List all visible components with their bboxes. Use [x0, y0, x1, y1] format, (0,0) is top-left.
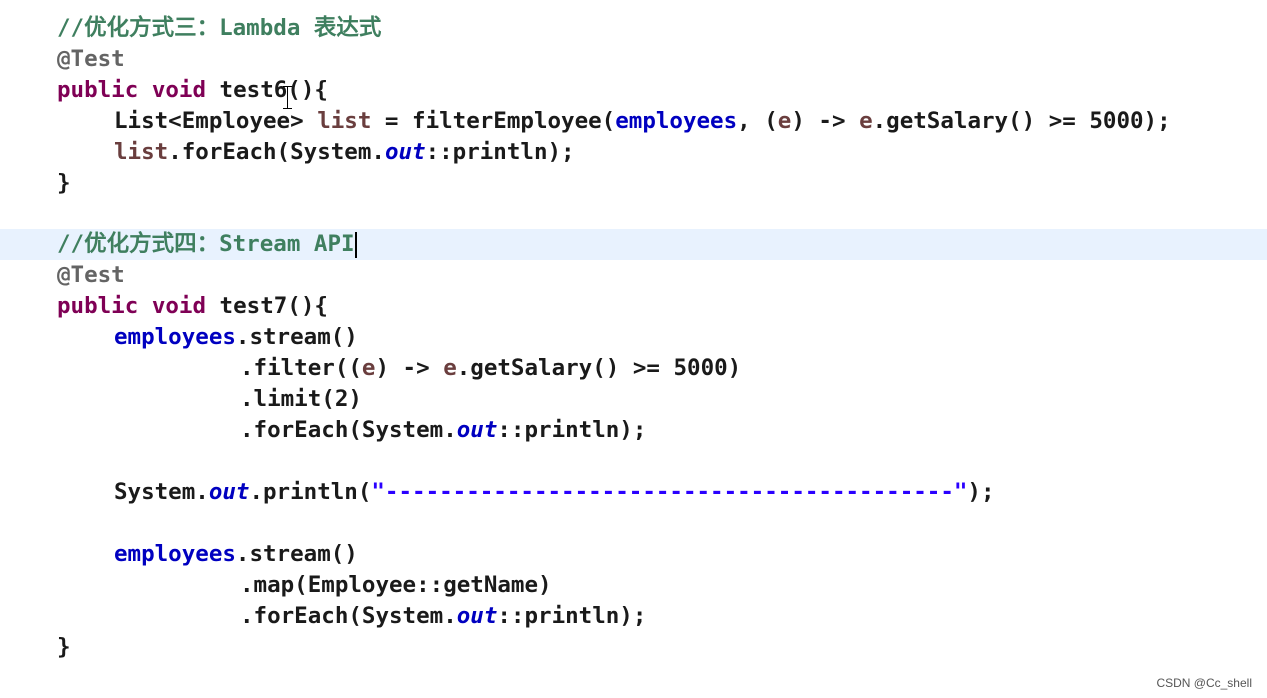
code-line-3[interactable]: public void test6(){	[0, 75, 1267, 106]
lambda-arrow: ) ->	[791, 108, 860, 134]
println-call: .println(	[249, 479, 372, 505]
map-call: .map(Employee::getName)	[240, 572, 552, 598]
lambda-param: e	[777, 108, 792, 134]
lambda-param: e	[361, 355, 376, 381]
foreach-call: .forEach(System.	[168, 139, 385, 165]
keyword-public: public	[57, 77, 139, 103]
println-reference: ::println);	[425, 139, 575, 165]
local-list: list	[317, 108, 372, 134]
limit-call: .limit(2)	[240, 386, 362, 412]
code-line-8[interactable]: @Test	[0, 260, 1267, 291]
code-line-18[interactable]: .map(Employee::getName)	[0, 570, 1267, 601]
keyword-void: void	[151, 293, 207, 319]
code-line-1[interactable]: //优化方式三：Lambda 表达式	[0, 13, 1267, 44]
local-list: list	[114, 139, 169, 165]
salary-condition: .getSalary() >= 5000);	[872, 108, 1171, 134]
closing-brace: }	[57, 170, 71, 196]
code-line-12[interactable]: .limit(2)	[0, 384, 1267, 415]
foreach-call: .forEach(System.	[240, 603, 457, 629]
code-line-7-current[interactable]: //优化方式四：Stream API	[0, 229, 1267, 260]
field-employees: employees	[114, 324, 236, 350]
static-field-out: out	[208, 479, 250, 505]
lambda-param-use: e	[859, 108, 873, 134]
code-line-20[interactable]: }	[0, 632, 1267, 663]
salary-condition: .getSalary() >= 5000)	[456, 355, 742, 381]
field-employees: employees	[615, 108, 738, 134]
code-line-15[interactable]: System.out.println("--------------------…	[0, 477, 1267, 508]
foreach-call: .forEach(System.	[240, 417, 457, 443]
closing-brace: }	[57, 634, 71, 660]
watermark: CSDN @Cc_shell	[1156, 676, 1252, 690]
code-line-11[interactable]: .filter((e) -> e.getSalary() >= 5000)	[0, 353, 1267, 384]
text-caret	[354, 231, 357, 258]
static-field-out: out	[456, 417, 498, 443]
code-line-5[interactable]: list.forEach(System.out::println);	[0, 137, 1267, 168]
println-reference: ::println);	[497, 603, 647, 629]
code-line-13[interactable]: .forEach(System.out::println);	[0, 415, 1267, 446]
system-class: System.	[114, 479, 209, 505]
code-line-19[interactable]: .forEach(System.out::println);	[0, 601, 1267, 632]
static-field-out: out	[384, 139, 426, 165]
code-line-9[interactable]: public void test7(){	[0, 291, 1267, 322]
annotation-test: @Test	[57, 262, 125, 288]
static-field-out: out	[456, 603, 498, 629]
call-filter-employee: = filterEmployee(	[371, 108, 616, 134]
args-separator: , (	[737, 108, 778, 134]
stream-call: .stream()	[235, 324, 358, 350]
keyword-void: void	[151, 77, 207, 103]
statement-end: );	[967, 479, 995, 505]
println-reference: ::println);	[497, 417, 647, 443]
method-test6-signature: test6(){	[206, 77, 328, 103]
code-line-2[interactable]: @Test	[0, 44, 1267, 75]
code-line-10[interactable]: employees.stream()	[0, 322, 1267, 353]
code-line-17[interactable]: employees.stream()	[0, 539, 1267, 570]
text-cursor-ibeam-icon	[283, 84, 292, 110]
method-test7-signature: test7(){	[206, 293, 328, 319]
annotation-test: @Test	[57, 46, 125, 72]
filter-call: .filter((	[240, 355, 362, 381]
code-line-6[interactable]: }	[0, 168, 1267, 199]
lambda-arrow: ) ->	[375, 355, 444, 381]
type-list-employee: List<Employee>	[114, 108, 318, 134]
stream-call: .stream()	[235, 541, 358, 567]
string-separator: "---------------------------------------…	[371, 479, 968, 505]
keyword-public: public	[57, 293, 139, 319]
field-employees: employees	[114, 541, 236, 567]
comment-stream-api: //优化方式四：Stream API	[57, 231, 355, 257]
lambda-param-use: e	[443, 355, 457, 381]
code-line-4[interactable]: List<Employee> list = filterEmployee(emp…	[0, 106, 1267, 137]
comment-lambda: //优化方式三：Lambda 表达式	[57, 15, 382, 41]
